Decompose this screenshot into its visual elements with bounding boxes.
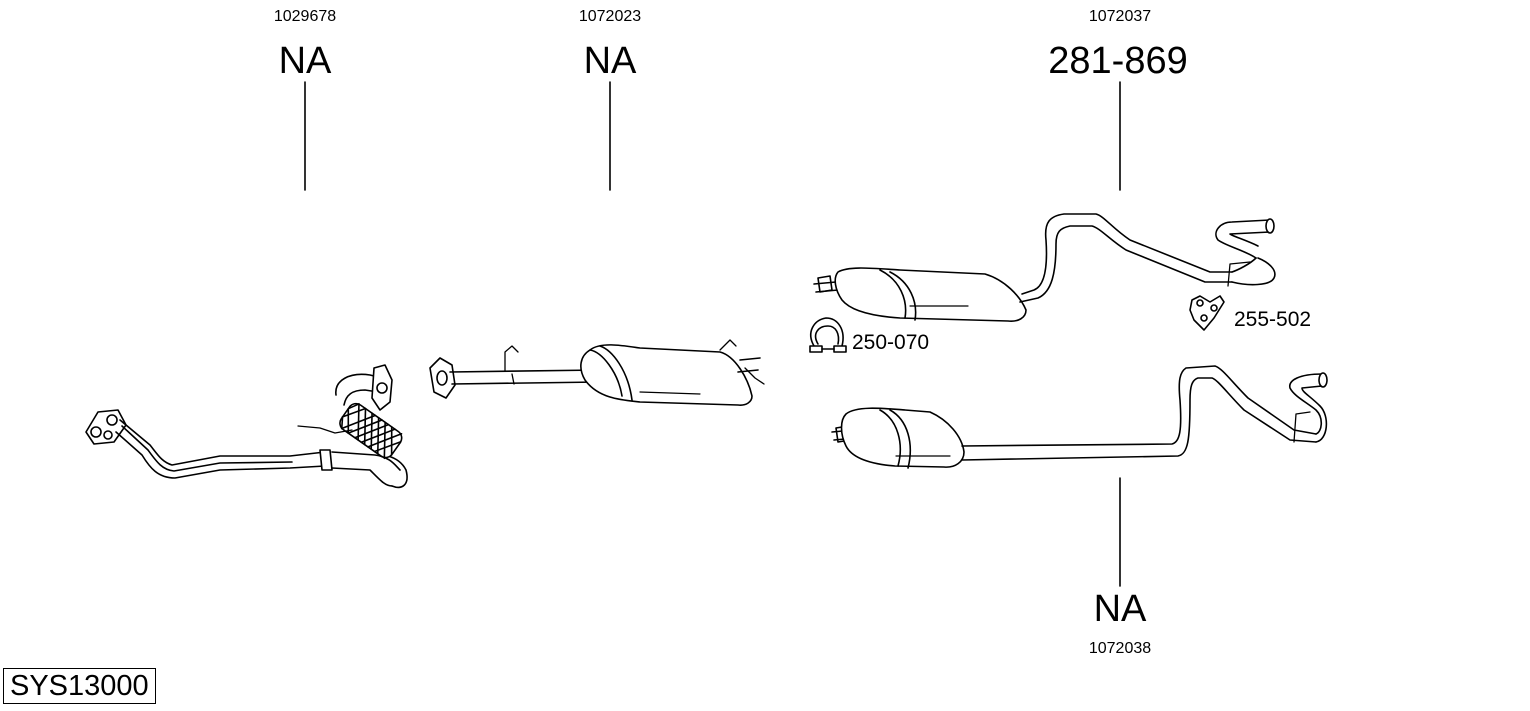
rear-silencer-lower-drawing: [831, 365, 1328, 469]
part-3-ref: 1072037: [1088, 8, 1152, 25]
part-3-label: 281-869: [1048, 40, 1188, 82]
part-2-ref: 1072023: [578, 8, 642, 25]
part-4-ref: 1072038: [1088, 640, 1152, 657]
part-2-label: NA: [583, 40, 637, 82]
rubber-mount-label: 255-502: [1234, 308, 1312, 331]
clamp-icon: [809, 317, 847, 353]
front-pipe-drawing: [85, 364, 408, 489]
rubber-mount-icon: [1189, 295, 1225, 331]
part-4-label: NA: [1093, 588, 1147, 630]
rear-silencer-upper-drawing: [813, 213, 1276, 322]
part-1-ref: 1029678: [273, 8, 337, 25]
system-code: SYS13000: [3, 668, 156, 704]
centre-silencer-drawing: [429, 339, 765, 406]
clamp-label: 250-070: [852, 331, 930, 354]
part-1-label: NA: [278, 40, 332, 82]
